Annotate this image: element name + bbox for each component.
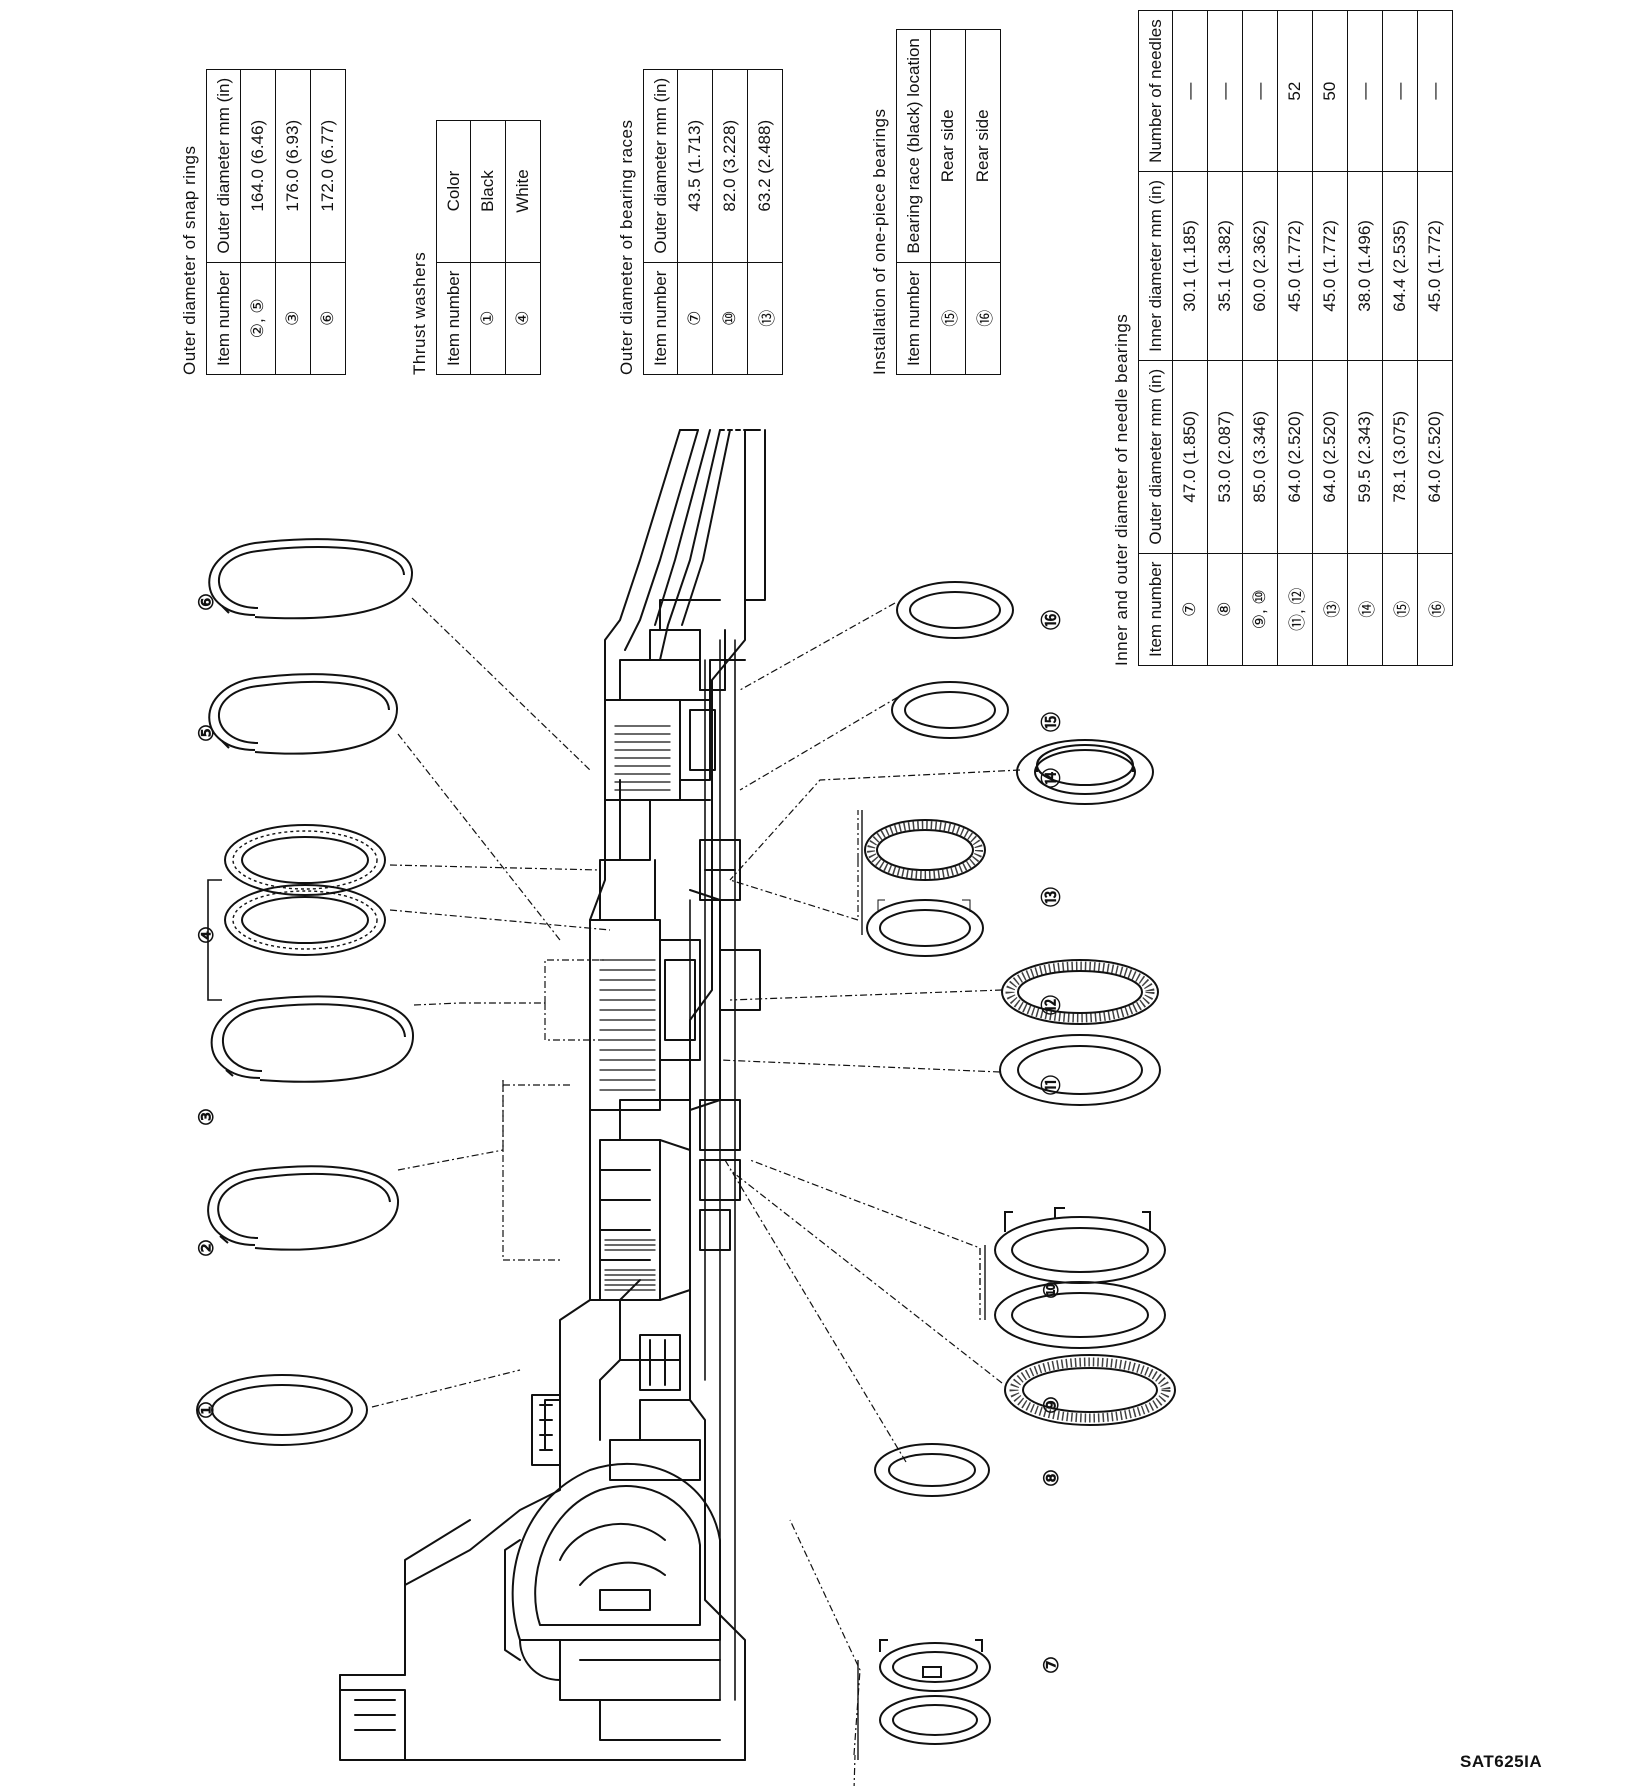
figure-code: SAT625IA xyxy=(1460,1752,1543,1771)
main-shaft xyxy=(689,639,736,1701)
callout-11: ⑪ xyxy=(1040,1075,1063,1095)
bearing-race-10 xyxy=(984,1207,1166,1349)
snap-ring-3 xyxy=(210,995,415,1083)
callout-12: ⑫ xyxy=(1040,995,1063,1015)
rear-clutch-and-planetary xyxy=(589,779,761,1251)
callout-13: ⑬ xyxy=(1040,887,1063,907)
callout-4: ④ xyxy=(196,926,218,944)
callout-16: ⑯ xyxy=(1040,610,1063,630)
callout-labels: ① ② ③ ④ ⑤ ⑥ ⑦ ⑧ ⑨ ⑩ ⑪ ⑫ ⑬ ⑭ ⑮ ⑯ xyxy=(196,593,1063,1674)
oil-pump-section xyxy=(504,1279,721,1741)
callout-10: ⑩ xyxy=(1041,1281,1063,1299)
low-reverse-clutch-pack xyxy=(604,599,746,801)
front-clutch-pack xyxy=(589,1099,691,1301)
bearing-race-7 xyxy=(857,1639,991,1760)
callout-1: ① xyxy=(196,1401,218,1419)
one-piece-bearing-16 xyxy=(896,581,1014,639)
callout-2: ② xyxy=(196,1239,218,1257)
needle-bearing-12 xyxy=(1001,959,1159,1025)
callout-7: ⑦ xyxy=(1041,1656,1063,1674)
callout-8: ⑧ xyxy=(1041,1469,1063,1487)
snap-ring-6 xyxy=(208,538,414,620)
callout-9: ⑨ xyxy=(1041,1396,1063,1414)
needle-bearing-13 xyxy=(861,810,986,957)
needle-bearing-11 xyxy=(999,1034,1161,1106)
needle-bearing-14 xyxy=(1016,739,1154,805)
thrust-washer-1 xyxy=(196,1374,368,1446)
leader-lines xyxy=(371,597,1021,1786)
thrust-washers-4 xyxy=(207,824,386,1001)
snap-ring-5 xyxy=(208,673,399,755)
callout-14: ⑭ xyxy=(1040,768,1063,788)
one-piece-bearing-15 xyxy=(891,681,1009,739)
transmission-housing xyxy=(339,429,766,1761)
needle-bearing-8 xyxy=(874,1443,990,1497)
callout-5: ⑤ xyxy=(196,724,218,742)
callout-3: ③ xyxy=(196,1108,218,1126)
snap-ring-2 xyxy=(207,1165,400,1251)
snap-rings xyxy=(207,538,415,1251)
callout-15: ⑮ xyxy=(1040,712,1063,732)
needle-bearing-9 xyxy=(1004,1354,1176,1426)
callout-6: ⑥ xyxy=(196,593,218,611)
